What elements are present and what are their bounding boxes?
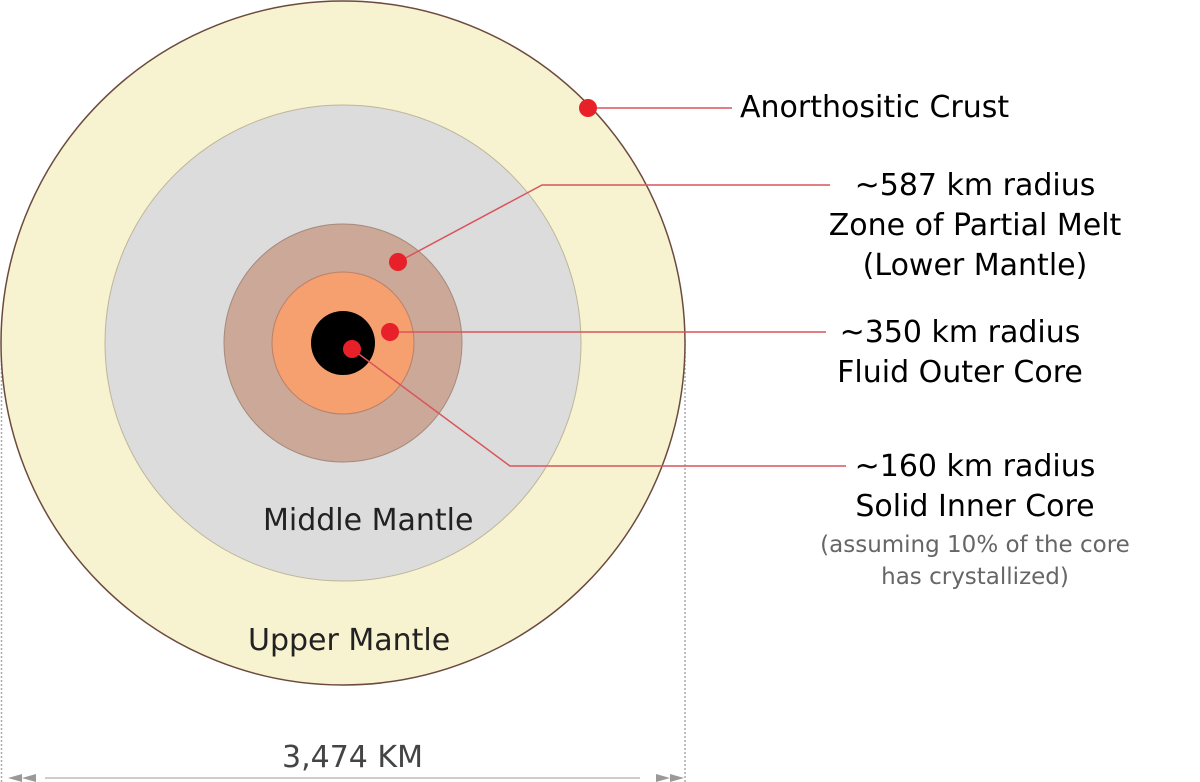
inner-core-name: Solid Inner Core [855,489,1095,524]
scale-arrow-right-icon-2 [670,774,684,782]
scale-arrow-left-icon [8,774,22,782]
inner-core-note-2: has crystallized) [881,564,1069,590]
scale-arrow-right-icon [656,774,670,782]
inner-core-leader-line [351,348,846,467]
inner-core-label: ~160 km radius Solid Inner Core (assumin… [790,447,1160,593]
upper-mantle-label: Upper Mantle [248,623,451,658]
outer-core-radius: ~350 km radius [839,315,1081,350]
outer-core-name: Fluid Outer Core [837,355,1083,390]
inner-core-marker [343,340,361,358]
partial-melt-name: Zone of Partial Melt [828,208,1122,243]
partial-melt-radius: ~587 km radius [854,168,1096,203]
inner-core-note: (assuming 10% of the core [820,532,1130,558]
partial-melt-subname: (Lower Mantle) [862,248,1088,283]
partial-melt-label: ~587 km radius Zone of Partial Melt (Low… [790,166,1160,286]
middle-mantle-label: Middle Mantle [263,503,474,538]
scale-arrow-left-icon-2 [22,774,36,782]
outer-core-label: ~350 km radius Fluid Outer Core [775,313,1145,393]
diameter-label: 3,474 KM [282,740,423,775]
partial-melt-leader-line [397,184,830,263]
crust-label: Anorthositic Crust [740,90,1010,125]
crust-marker [579,99,597,117]
inner-core-layer [311,311,375,375]
inner-core-radius: ~160 km radius [854,449,1096,484]
partial-melt-marker [389,253,407,271]
outer-core-marker [381,323,399,341]
